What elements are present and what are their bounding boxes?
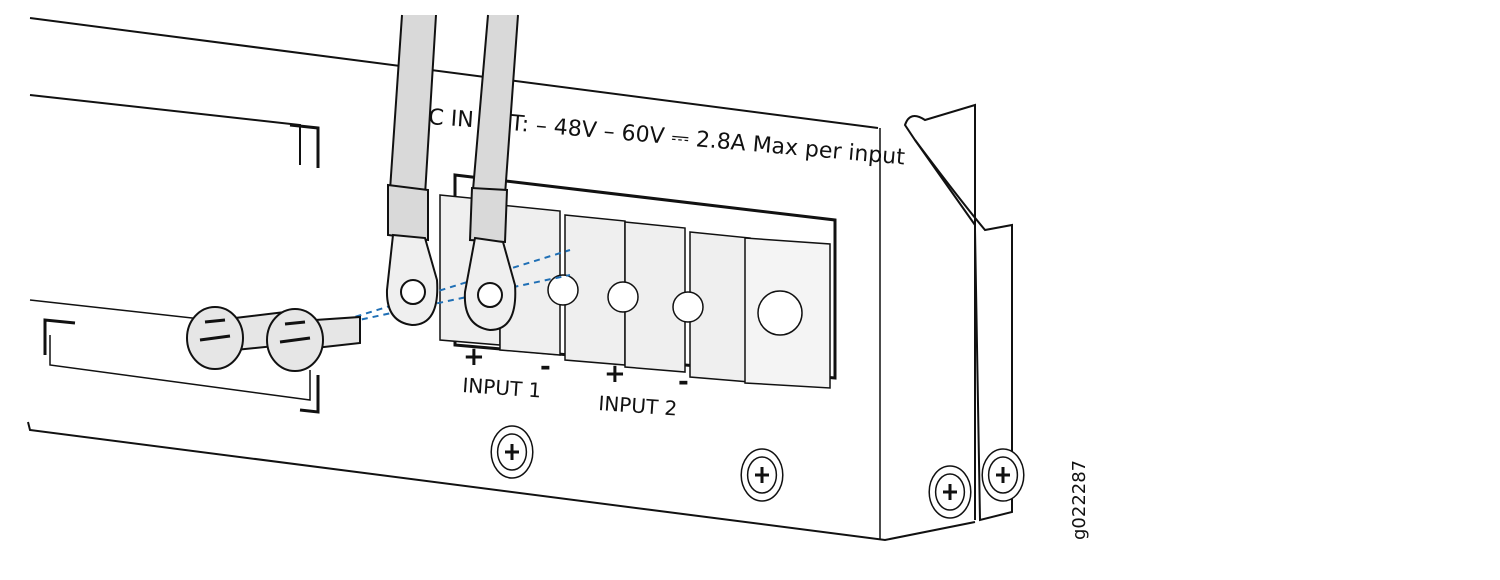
label-visible-left: C IN — [428, 105, 475, 133]
cables — [385, 14, 519, 332]
input-1-label: INPUT 1 — [462, 373, 542, 402]
figure-id: g022287 — [1069, 460, 1090, 540]
input-2-label: INPUT 2 — [598, 391, 678, 420]
terminal-segment — [624, 221, 686, 373]
polarity-input2-negative: - — [678, 367, 689, 397]
polarity-input1-negative: - — [540, 352, 551, 382]
chassis-bottom-edge — [27, 421, 976, 542]
label-visible-right: T: – 48V – 60V ⎓ 2.8A Max per input — [508, 111, 906, 171]
terminal-screw-icon — [607, 281, 639, 313]
chassis-top-edge — [29, 17, 879, 129]
ring-lug-2 — [463, 236, 517, 332]
terminal-screw-icon — [672, 291, 704, 323]
terminal-screw-icon — [547, 274, 579, 306]
polarity-input1-positive: + — [463, 342, 485, 372]
screw-2 — [266, 308, 361, 372]
terminal-screw-icon — [757, 290, 803, 336]
cable-2 — [471, 14, 519, 197]
blank-panel-upper — [29, 94, 301, 165]
ring-lug-1 — [385, 233, 439, 327]
polarity-input2-positive: + — [604, 359, 626, 389]
mounting-bracket — [903, 103, 1013, 522]
